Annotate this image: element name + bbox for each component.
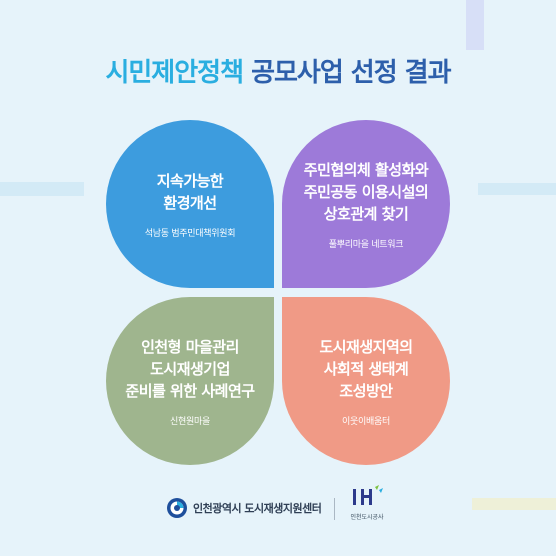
decorative-bar-right [478,183,556,195]
page-title: 시민제안정책 공모사업 선정 결과 [0,52,556,89]
project-card-3: 인천형 마을관리 도시재생기업 준비를 위한 사례연구 신현원마을 [106,297,274,465]
project-heading-line: 환경개선 [163,193,217,212]
project-heading: 도시재생지역의 사회적 생태계 조성방안 [319,336,413,402]
footer-center-label: 인천광역시 도시재생지원센터 [193,502,322,515]
project-heading-line: 준비를 위한 사례연구 [125,381,255,400]
project-card-4: 도시재생지역의 사회적 생태계 조성방안 이웃이배움터 [282,297,450,465]
project-organization: 풀뿌리마을 네트워크 [328,239,404,250]
project-heading-line: 조성방안 [339,381,393,400]
decorative-bar-top-right [466,0,484,50]
project-heading: 인천형 마을관리 도시재생기업 준비를 위한 사례연구 [125,336,255,402]
project-heading-line: 도시재생지역의 [319,337,413,356]
footer-divider [334,498,335,520]
footer-corp-label: 인천도시공사 [350,514,384,521]
project-heading-line: 도시재생기업 [150,359,230,378]
project-heading-line: 주민공동 이용시설의 [303,182,429,201]
project-organization: 신현원마을 [170,416,210,427]
project-heading-line: 상호관계 찾기 [323,204,409,223]
decorative-bar-left [0,182,84,196]
ih-logo-icon [353,485,383,505]
footer-corp-logo: 인천도시공사 [344,483,390,521]
project-heading-line: 주민협의체 활성화와 [303,160,429,179]
title-part-2: 공모사업 선정 결과 [251,58,451,88]
project-organization: 석남동 범주민대책위원회 [144,228,236,239]
project-organization: 이웃이배움터 [342,416,390,427]
footer-center-logo: 인천광역시 도시재생지원센터 [166,497,322,519]
project-heading-line: 인천형 마을관리 [141,337,239,356]
title-part-1: 시민제안정책 [105,58,244,88]
decorative-bar-bottom-right [472,498,556,510]
circle-logo-icon [167,498,187,518]
project-heading-line: 지속가능한 [156,171,224,190]
project-heading: 지속가능한 환경개선 [157,170,224,214]
project-card-1: 지속가능한 환경개선 석남동 범주민대책위원회 [106,120,274,288]
project-card-2: 주민협의체 활성화와 주민공동 이용시설의 상호관계 찾기 풀뿌리마을 네트워크 [282,120,450,288]
project-heading-line: 사회적 생태계 [323,359,409,378]
project-heading: 주민협의체 활성화와 주민공동 이용시설의 상호관계 찾기 [303,159,429,225]
